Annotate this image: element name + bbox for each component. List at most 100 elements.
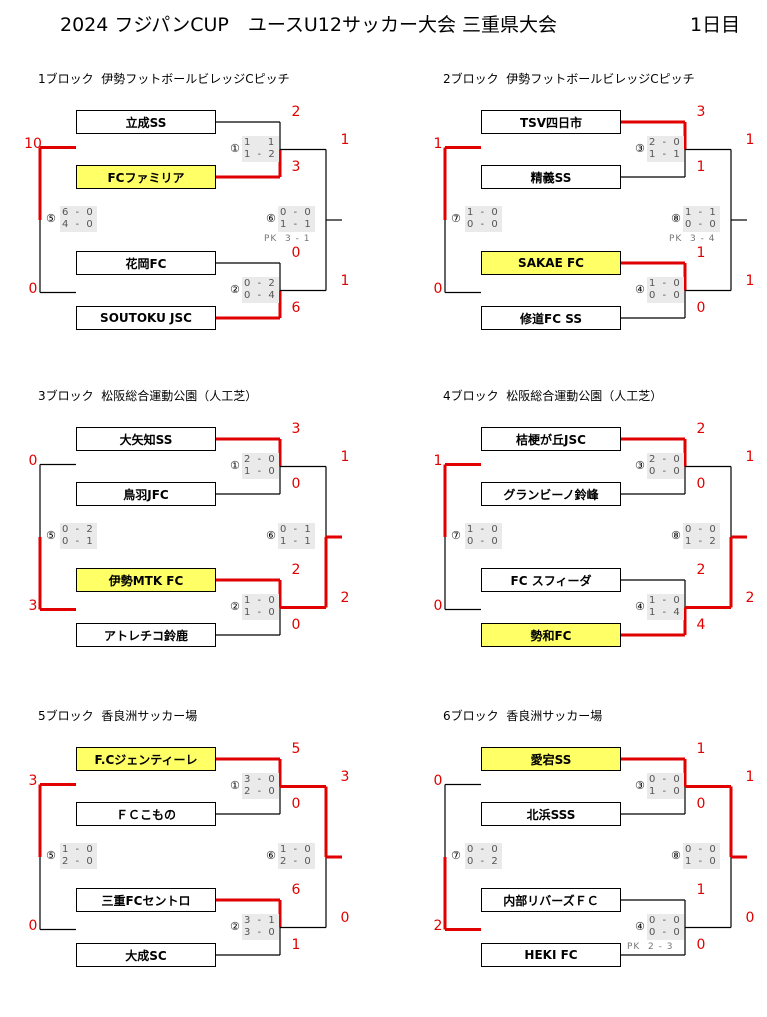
team-box: 伊勢MTK FC [76,568,216,592]
team-box: 立成SS [76,110,216,134]
team-box: 北浜SSS [481,802,621,826]
final-score: 0 [28,280,38,297]
block-venue: 5ブロック 香良洲サッカー場 [38,709,198,723]
half-score-1: 0 - 0 [280,207,313,218]
team-box: 三重FCセントロ [76,888,216,912]
team-box: グランビーノ鈴峰 [481,482,621,506]
half-score-2: 2 - 0 [62,856,95,867]
team-box: 花岡FC [76,251,216,275]
half-score-2: 1 - 0 [244,606,277,618]
half-score-1: 1 - 1 [685,207,718,218]
half-score-2: 0 - 0 [467,219,500,230]
final-score: 1 [340,272,350,289]
pk-score: PK 3 - 1 [264,234,311,244]
match-score: 1 [696,159,706,175]
day-label: 1日目 [690,14,741,36]
half-score-2: 2 - 0 [280,856,313,867]
half-score-1: 0 - 1 [280,524,313,535]
half-score-2: 1 - 4 [649,606,682,618]
bracket-lines [443,757,747,956]
final-score: 1 [745,272,755,289]
final-score: 0 [433,772,443,789]
final-score: 0 [28,917,38,934]
match-score: 2 [696,562,706,578]
team-box: 大成SC [76,943,216,967]
block-venue: 2ブロック 伊勢フットボールビレッジCピッチ [443,72,695,86]
half-score-1: 1 - 0 [649,594,682,606]
half-score-1: 0 - 0 [685,524,718,535]
match-score: 0 [696,476,706,492]
match-number: ① [230,778,240,792]
final-score: 1 [340,448,350,465]
half-score-1: 0 - 0 [685,844,718,855]
match-number: ⑥ [266,529,276,542]
team-box: 大矢知SS [76,427,216,451]
match-number: ③ [635,778,645,792]
half-score-2: 1 - 0 [685,856,718,867]
half-score-2: 2 - 0 [244,785,277,797]
final-score: 1 [340,131,350,148]
half-score-1: 2 - 0 [649,136,682,148]
team-box: 愛宕SS [481,747,621,771]
half-score-2: 0 - 2 [467,856,500,867]
bracket-lines [443,120,747,319]
match-score: 0 [291,796,301,812]
team-box: HEKI FC [481,943,621,967]
match-score: 0 [291,476,301,492]
match-number: ④ [635,919,645,933]
pk-score: PK 3 - 4 [669,234,716,244]
final-score: 1 [433,452,443,469]
match-number: ⑧ [671,212,681,225]
half-score-1: 0 - 2 [244,277,277,289]
half-score-2: 0 - 0 [649,289,682,301]
match-number: ⑥ [266,849,276,862]
final-score: 10 [24,135,42,152]
match-score: 0 [696,796,706,812]
half-score-1: 0 - 0 [467,844,500,855]
block-venue: 3ブロック 松阪総合運動公園（人工芝） [38,389,258,403]
bracket-lines [38,121,342,320]
match-number: ⑤ [46,529,56,542]
half-score-1: 6 - 0 [62,207,95,218]
half-score-1: 0 - 2 [62,524,95,535]
match-number: ③ [635,458,645,472]
half-score-2: 0 - 1 [62,536,95,547]
match-number: ⑤ [46,849,56,862]
match-score: 0 [696,937,706,953]
final-score: 2 [745,589,755,606]
match-score: 1 [291,937,301,953]
team-box: 桔梗が丘JSC [481,427,621,451]
match-score: 6 [291,882,301,898]
match-number: ⑦ [451,529,461,542]
half-score-2: 3 - 0 [244,926,277,938]
match-score: 6 [291,300,301,316]
team-box: 鳥羽JFC [76,482,216,506]
half-score-1: 2 - 0 [649,453,682,465]
match-number: ② [230,599,240,613]
team-box: TSV四日市 [481,110,621,134]
block-venue: 4ブロック 松阪総合運動公園（人工芝） [443,389,663,403]
final-score: 3 [28,772,38,789]
final-score: 2 [433,917,443,934]
match-number: ⑥ [266,212,276,225]
match-score: 2 [291,104,301,120]
match-number: ④ [635,282,645,296]
half-score-1: 1 - 0 [649,277,682,289]
team-box: FC スフィーダ [481,568,621,592]
bracket-block: 4ブロック 松阪総合運動公園（人工芝） 桔梗が丘JSC グランビーノ鈴峰 FC スフィ… [405,387,767,697]
